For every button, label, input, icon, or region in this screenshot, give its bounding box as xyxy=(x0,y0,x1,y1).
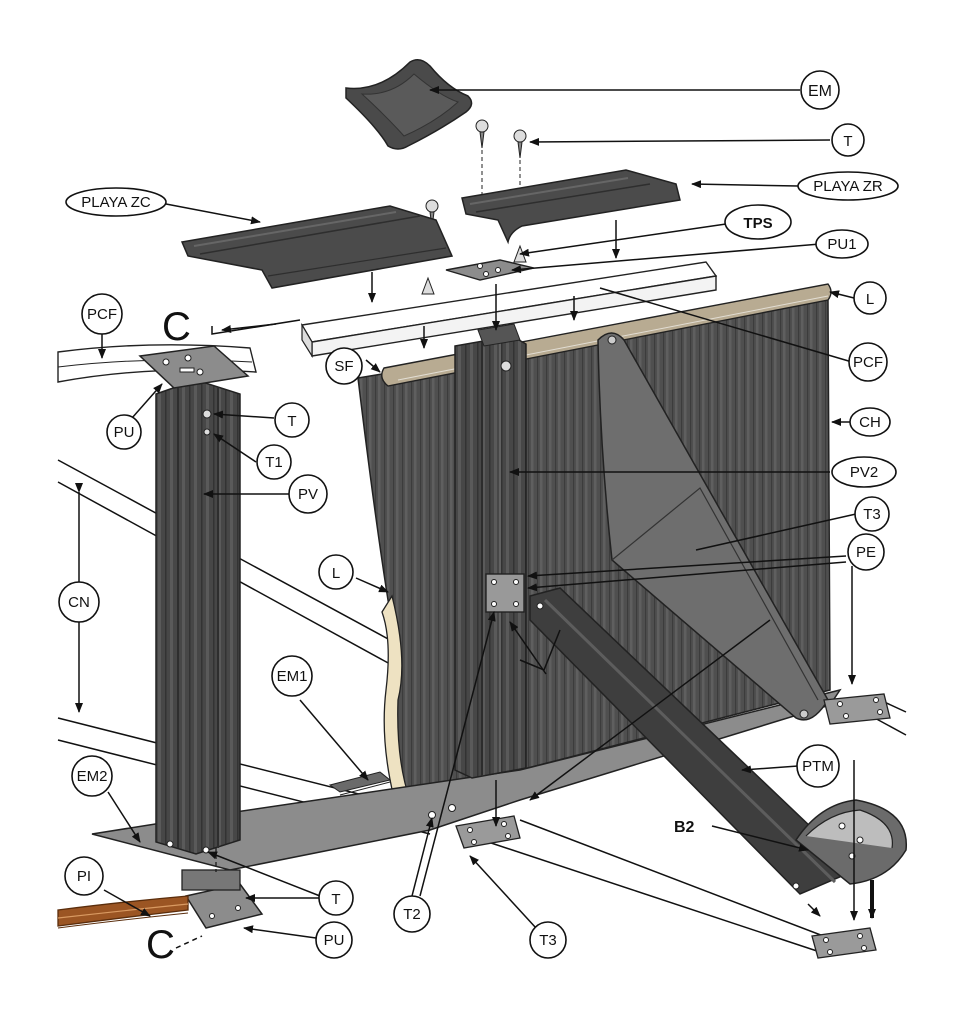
bottom-plate-pu xyxy=(181,848,264,929)
label-pe: PE xyxy=(847,533,885,571)
svg-text:T: T xyxy=(331,891,340,908)
label-pi: PI xyxy=(64,856,104,896)
svg-text:T3: T3 xyxy=(539,932,557,949)
svg-text:L: L xyxy=(866,291,874,308)
svg-text:PU1: PU1 xyxy=(827,236,856,253)
label-cn: CN xyxy=(58,581,100,623)
svg-text:PU: PU xyxy=(324,932,345,949)
svg-text:T: T xyxy=(843,133,852,150)
svg-text:PU: PU xyxy=(114,424,135,441)
svg-text:CN: CN xyxy=(68,594,90,611)
label-pu-bottom: PU xyxy=(315,921,353,959)
left-column-pv xyxy=(138,345,250,855)
svg-text:PLAYA ZC: PLAYA ZC xyxy=(81,194,151,211)
label-t3-right: T3 xyxy=(854,496,890,532)
label-pv2: PV2 xyxy=(831,456,897,488)
diagonal-support-ptm xyxy=(529,587,858,895)
svg-text:TPS: TPS xyxy=(743,215,772,232)
svg-text:T3: T3 xyxy=(863,506,881,523)
svg-text:EM2: EM2 xyxy=(77,768,108,785)
wood-profile-pi xyxy=(57,895,189,929)
label-sf: SF xyxy=(325,347,363,385)
svg-text:PI: PI xyxy=(77,868,91,885)
label-t2: T2 xyxy=(393,895,431,933)
svg-text:T2: T2 xyxy=(403,906,421,923)
svg-text:CH: CH xyxy=(859,414,881,431)
label-em1: EM1 xyxy=(271,655,313,697)
svg-text:T: T xyxy=(287,413,296,430)
coping-playa-zr xyxy=(461,169,681,245)
coping-playa-zc xyxy=(180,205,454,289)
svg-text:PE: PE xyxy=(856,544,876,561)
label-b2: B2 xyxy=(674,819,695,836)
label-pcf-left: PCF xyxy=(81,293,123,335)
base-brackets-pe xyxy=(455,693,891,959)
label-t-bottom: T xyxy=(318,880,354,916)
svg-text:EM: EM xyxy=(808,83,832,100)
label-pcf-right: PCF xyxy=(848,342,888,382)
central-post-pv2 xyxy=(454,323,527,779)
label-playa-zr: PLAYA ZR xyxy=(797,171,899,201)
coping-profile-pcf xyxy=(300,261,718,359)
svg-text:PTM: PTM xyxy=(802,758,834,775)
svg-text:PCF: PCF xyxy=(853,354,883,371)
label-playa-zc: PLAYA ZC xyxy=(65,187,167,217)
label-em2: EM2 xyxy=(71,755,113,797)
svg-text:PV: PV xyxy=(298,486,318,503)
svg-text:SF: SF xyxy=(334,358,353,375)
seat-em xyxy=(345,59,473,150)
label-ch: CH xyxy=(849,407,891,437)
label-em: EM xyxy=(800,70,840,110)
label-t3-bottom: T3 xyxy=(529,921,567,959)
label-t-mid: T xyxy=(274,402,310,438)
leader-lines xyxy=(75,86,858,939)
svg-text:PLAYA ZR: PLAYA ZR xyxy=(813,178,883,195)
label-t-top: T xyxy=(831,123,865,157)
label-l-mid: L xyxy=(318,554,354,590)
label-pv: PV xyxy=(288,474,328,514)
svg-text:PV2: PV2 xyxy=(850,464,878,481)
section-marker-c-top: C xyxy=(162,305,191,349)
svg-text:L: L xyxy=(332,565,340,582)
svg-text:PCF: PCF xyxy=(87,306,117,323)
label-pu1: PU1 xyxy=(815,229,869,259)
section-marker-c-bottom: C xyxy=(146,923,175,967)
base-lines xyxy=(57,459,907,953)
label-pu-top: PU xyxy=(106,414,142,450)
svg-text:T1: T1 xyxy=(265,454,283,471)
label-l-top: L xyxy=(853,281,887,315)
support-shoe-b2 xyxy=(794,799,907,885)
section-line-c xyxy=(175,935,203,949)
label-t1: T1 xyxy=(256,444,292,480)
svg-text:EM1: EM1 xyxy=(277,668,308,685)
label-tps: TPS xyxy=(724,204,792,240)
label-ptm: PTM xyxy=(796,744,840,788)
buttress-support-t3 xyxy=(597,332,829,721)
